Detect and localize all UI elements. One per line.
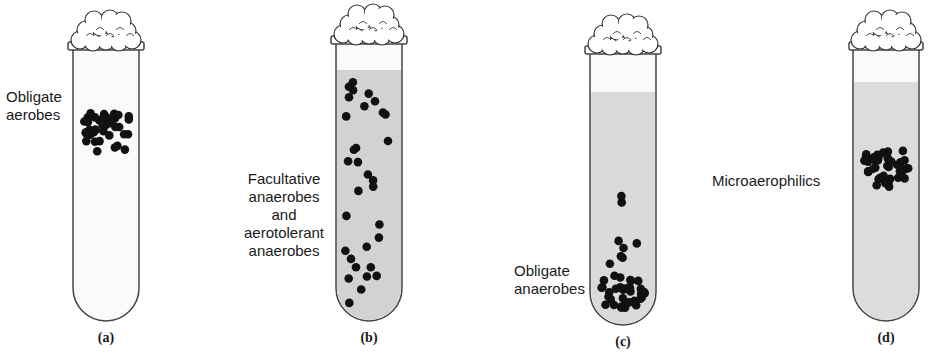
test-tube bbox=[585, 46, 661, 325]
bacterium-dot bbox=[364, 170, 373, 179]
bacterium-dot bbox=[360, 102, 369, 111]
group-label: Obligate aerobes bbox=[6, 88, 70, 124]
bacterium-dot bbox=[91, 113, 100, 122]
bacterium-dot bbox=[111, 143, 120, 152]
bacterium-dot bbox=[111, 123, 120, 132]
group-label: Facultative anaerobes and aerotolerant a… bbox=[238, 170, 330, 260]
bacterium-dot bbox=[884, 147, 893, 156]
bacterium-dot bbox=[369, 182, 378, 191]
bacterium-dot bbox=[864, 167, 873, 176]
panel-letter: (d) bbox=[866, 330, 906, 346]
bacterium-dot bbox=[344, 157, 353, 166]
bacterium-dot bbox=[870, 153, 879, 162]
bacterium-dot bbox=[91, 125, 100, 134]
bacterium-dot bbox=[80, 117, 89, 126]
bacterium-dot bbox=[342, 212, 351, 221]
bacterium-dot bbox=[82, 137, 91, 146]
bacterium-dot bbox=[887, 157, 896, 166]
bacterium-dot bbox=[379, 108, 388, 117]
bacterium-dot bbox=[354, 187, 363, 196]
bacterium-dot bbox=[900, 156, 909, 165]
cotton-plug bbox=[71, 10, 141, 51]
bacterium-dot bbox=[375, 220, 384, 229]
bacterium-dot bbox=[345, 299, 354, 308]
bacterium-dot bbox=[610, 271, 619, 280]
bacterium-dot bbox=[363, 272, 372, 281]
bacterium-dot bbox=[600, 276, 609, 285]
bacterium-dot bbox=[617, 192, 626, 201]
bacterium-dot bbox=[120, 130, 129, 139]
bacterium-dot bbox=[352, 263, 361, 272]
bacterium-dot bbox=[899, 147, 908, 156]
cotton-plug bbox=[851, 10, 921, 51]
bacterium-dot bbox=[371, 97, 380, 106]
bacterium-dot bbox=[864, 168, 873, 177]
bacterium-dot bbox=[367, 263, 376, 272]
bacterium-dot bbox=[618, 253, 627, 262]
bacterium-dot bbox=[619, 244, 628, 253]
bacterium-dot bbox=[362, 243, 371, 252]
panel-letter: (b) bbox=[349, 330, 389, 346]
group-label: Microaerophilics bbox=[712, 172, 842, 190]
cotton-plug bbox=[588, 14, 658, 55]
bacterium-dot bbox=[125, 115, 134, 124]
bacterium-dot bbox=[623, 284, 632, 293]
bacterium-dot bbox=[384, 137, 393, 146]
bacterium-dot bbox=[91, 137, 100, 146]
bacterium-dot bbox=[344, 274, 353, 283]
bacterium-dot bbox=[612, 285, 621, 294]
bacterium-dot bbox=[606, 259, 615, 268]
bacterium-dot bbox=[894, 173, 903, 182]
bacterium-dot bbox=[375, 233, 384, 242]
panel-letter: (a) bbox=[86, 330, 126, 346]
bacterium-dot bbox=[121, 145, 130, 154]
bacterium-dot bbox=[633, 239, 642, 248]
bacterium-dot bbox=[341, 246, 350, 255]
bacterium-dot bbox=[597, 284, 606, 293]
bacterium-dot bbox=[114, 111, 123, 120]
bacterium-dot bbox=[82, 129, 91, 138]
bacterium-dot bbox=[626, 276, 635, 285]
bacterium-dot bbox=[881, 177, 890, 186]
test-tube bbox=[849, 42, 923, 321]
test-tube bbox=[331, 36, 407, 321]
bacterium-dot bbox=[860, 156, 869, 165]
bacterium-dot bbox=[634, 277, 643, 286]
bacterium-dot bbox=[350, 146, 359, 155]
bacterium-dot bbox=[342, 112, 351, 121]
group-label: Obligate anaerobes bbox=[514, 262, 586, 298]
bacterium-dot bbox=[614, 237, 623, 246]
bacterium-dot bbox=[364, 89, 373, 98]
bacterium-dot bbox=[372, 272, 381, 281]
bacterium-dot bbox=[100, 110, 109, 119]
bacterium-dot bbox=[610, 301, 619, 310]
bacterium-dot bbox=[100, 118, 109, 127]
bacteria-dots bbox=[80, 78, 913, 312]
cotton-plug bbox=[334, 4, 404, 45]
bacterium-dot bbox=[864, 167, 873, 176]
bacterium-dot bbox=[354, 158, 363, 167]
bacterium-dot bbox=[347, 255, 356, 264]
bacterium-dot bbox=[637, 290, 646, 299]
test-tube bbox=[68, 42, 144, 321]
bacterium-dot bbox=[872, 181, 881, 190]
bacterium-dot bbox=[345, 93, 354, 102]
bacterium-dot bbox=[105, 131, 114, 140]
panel-letter: (c) bbox=[603, 334, 643, 350]
cotton-plugs bbox=[71, 4, 921, 55]
bacterium-dot bbox=[357, 285, 366, 294]
bacterium-dot bbox=[349, 78, 358, 87]
bacterium-dot bbox=[93, 147, 102, 156]
bacterium-dot bbox=[897, 164, 906, 173]
bacterium-dot bbox=[617, 303, 626, 312]
